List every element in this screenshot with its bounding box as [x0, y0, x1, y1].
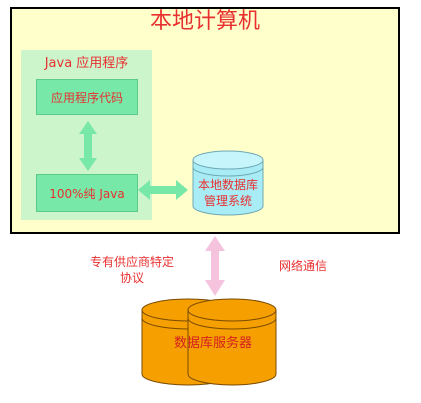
- pure-java-box: 100%纯 Java: [36, 174, 138, 212]
- app-to-java-arrow: [79, 121, 97, 171]
- java-application-title: Java 应用程序: [44, 56, 129, 71]
- protocol-label-line2: 协议: [119, 271, 144, 285]
- pure-java-label: 100%纯 Java: [49, 186, 125, 201]
- protocol-label-line1: 专有供应商特定: [89, 255, 174, 269]
- local-db-label-line1: 本地数据库: [197, 178, 258, 192]
- db-server-cylinders: [141, 298, 277, 386]
- db-server-label: 数据库服务器: [173, 336, 252, 351]
- local-db-cylinder: [192, 150, 264, 216]
- network-arrow: [205, 236, 225, 296]
- network-label: 网络通信: [278, 259, 327, 273]
- application-code-label: 应用程序代码: [50, 90, 123, 105]
- local-db-label-line2: 管理系统: [203, 194, 252, 208]
- application-code-box: 应用程序代码: [36, 79, 138, 115]
- java-to-db-arrow: [138, 180, 188, 200]
- local-db-label: 本地数据库 管理系统: [193, 177, 263, 209]
- local-computer-title: 本地计算机: [149, 9, 260, 34]
- protocol-label: 专有供应商特定 协议: [76, 254, 188, 286]
